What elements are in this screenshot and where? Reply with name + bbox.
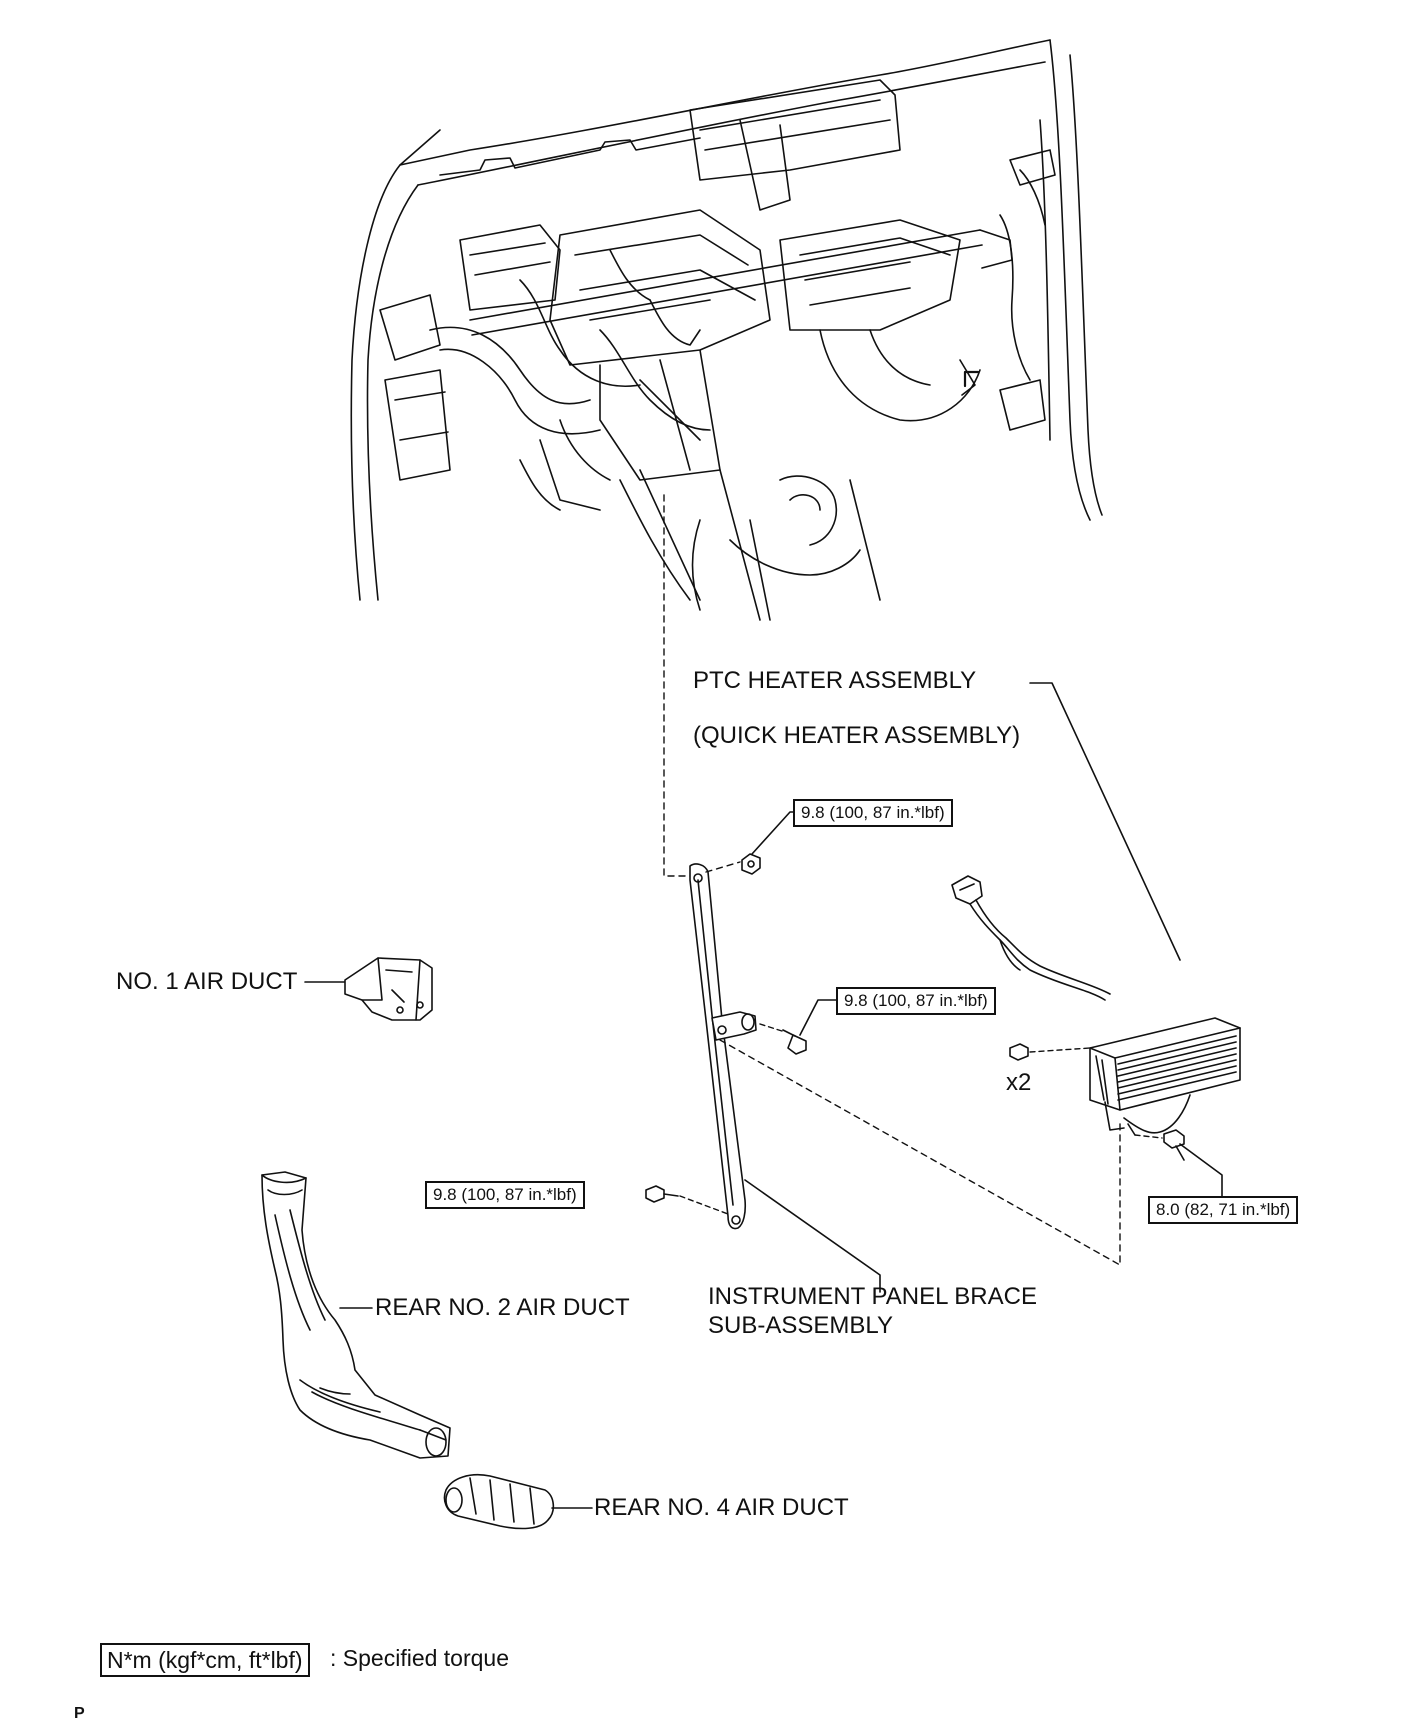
- top-nut: [741, 853, 761, 875]
- ptc-heater-leader-line: [1029, 682, 1181, 961]
- brace-label: INSTRUMENT PANEL BRACE: [708, 1283, 1037, 1310]
- heater-mount-bolt: [1009, 1043, 1029, 1061]
- ptc-heater-assembly: [951, 875, 1241, 1136]
- locator-dashed-line: [663, 494, 693, 877]
- torque-spec-lower-bolt: 9.8 (100, 87 in.*lbf): [425, 1181, 585, 1209]
- brace-label-sub: SUB-ASSEMBLY: [708, 1312, 893, 1339]
- quantity-label: x2: [1006, 1069, 1032, 1096]
- ptc-heater-label-alt: (QUICK HEATER ASSEMBLY): [693, 722, 1021, 749]
- torque-legend-description: : Specified torque: [330, 1645, 510, 1671]
- dashboard-illustration: [350, 39, 1103, 621]
- rear-no2-air-duct: [261, 1171, 451, 1459]
- heater-ground-bolt: [1163, 1129, 1185, 1161]
- no1-air-duct: [344, 957, 433, 1021]
- corner-mark: P: [74, 1705, 85, 1722]
- middle-bolt: [782, 1029, 807, 1055]
- torque-spec-heater-bolt: 8.0 (82, 71 in.*lbf): [1148, 1196, 1299, 1224]
- rear-no4-air-duct-label: REAR NO. 4 AIR DUCT: [594, 1494, 849, 1521]
- ptc-heater-label: PTC HEATER ASSEMBLY: [693, 667, 977, 694]
- rear-no2-air-duct-label: REAR NO. 2 AIR DUCT: [375, 1294, 630, 1321]
- no1-air-duct-label: NO. 1 AIR DUCT: [116, 968, 298, 995]
- lower-bolt: [645, 1185, 679, 1203]
- torque-legend-unit-box: N*m (kgf*cm, ft*lbf): [100, 1643, 310, 1677]
- instrument-panel-brace: [689, 863, 757, 1230]
- brace-leader-line: [744, 1179, 881, 1293]
- rear-no4-air-duct: [443, 1474, 555, 1530]
- torque-spec-middle-bolt: 9.8 (100, 87 in.*lbf): [836, 987, 996, 1015]
- torque-spec-top-nut: 9.8 (100, 87 in.*lbf): [793, 799, 953, 827]
